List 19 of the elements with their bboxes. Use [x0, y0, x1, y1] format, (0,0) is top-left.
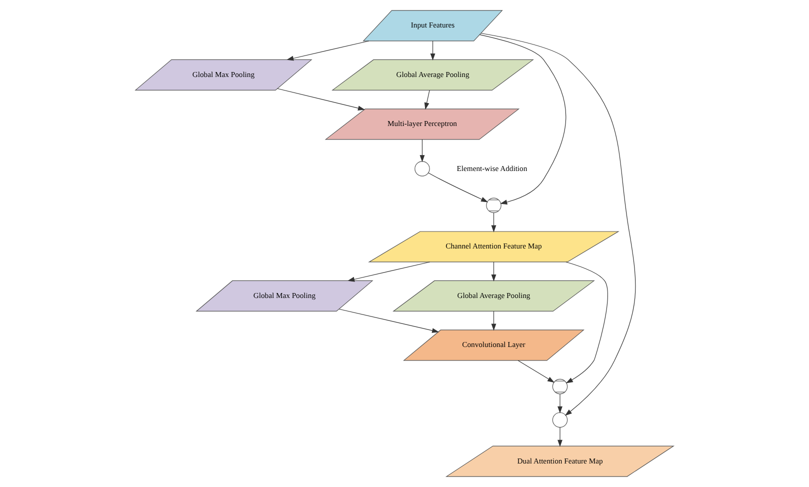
arrow [558, 394, 562, 414]
arrow [480, 32, 636, 416]
arrow [286, 40, 370, 61]
arrow [420, 139, 425, 162]
arrow [518, 360, 555, 383]
arrow [277, 88, 366, 111]
arrow [424, 90, 430, 110]
arrow [491, 262, 496, 282]
arrow [558, 427, 562, 447]
arrow [348, 262, 430, 282]
arrow [566, 262, 608, 384]
node-oplus [552, 412, 568, 428]
node-oplus [414, 161, 430, 176]
arrow [479, 34, 566, 204]
arrow [338, 308, 440, 333]
arrow [491, 212, 496, 232]
arrow [428, 172, 488, 202]
arrow [430, 40, 436, 60]
arrow [491, 310, 496, 331]
